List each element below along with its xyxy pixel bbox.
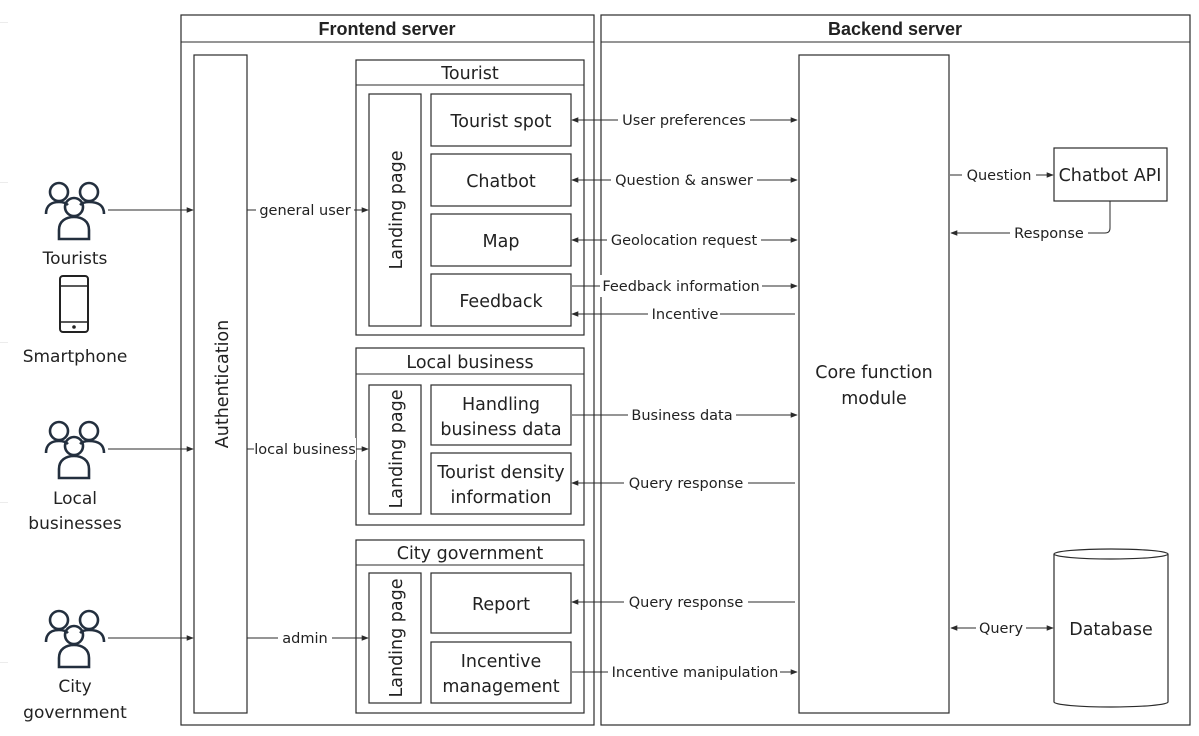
core-function-module: Core function module [798, 54, 950, 714]
edge-query: Query [950, 617, 1054, 639]
svg-text:Question & answer: Question & answer [615, 173, 753, 189]
svg-text:Tourist spot: Tourist spot [450, 112, 552, 132]
svg-text:Map: Map [483, 232, 520, 252]
svg-text:information: information [450, 488, 551, 508]
svg-text:Business data: Business data [631, 408, 732, 424]
tourists-actor: Tourists [42, 181, 108, 269]
edge-incentive-manipulation: Incentive manipulation [572, 661, 798, 683]
edge-response: Response [950, 201, 1111, 244]
edge-question: Question [950, 164, 1054, 186]
svg-text:Incentive: Incentive [652, 307, 719, 323]
svg-text:City: City [58, 677, 91, 697]
edge-feedback-information: Feedback information [572, 275, 798, 297]
chatbot-api-box: Chatbot API [1053, 147, 1168, 202]
smartphone-actor: Smartphone [23, 275, 128, 367]
tourists-label: Tourists [42, 249, 108, 269]
edge-user-preferences: User preferences [571, 109, 798, 131]
edge-general-user: general user [247, 199, 369, 221]
svg-text:general user: general user [259, 203, 350, 219]
edge-local-business: local business [247, 438, 369, 460]
city-government-group: City government Landing page Report Ince… [355, 539, 585, 714]
tourist-landing-page: Landing page [387, 150, 407, 269]
svg-text:admin: admin [282, 631, 327, 647]
edge-geolocation-request: Geolocation request [571, 229, 798, 251]
tourist-spot-box: Tourist spot [430, 93, 572, 147]
edge-business-data: Business data [572, 404, 798, 426]
svg-text:Incentive manipulation: Incentive manipulation [612, 665, 779, 681]
tourist-density-box: Tourist density information [430, 452, 572, 515]
svg-text:Core function: Core function [815, 363, 933, 383]
svg-text:Geolocation request: Geolocation request [611, 233, 758, 249]
local-businesses-actor: Local businesses [28, 420, 122, 534]
svg-text:Query: Query [979, 621, 1023, 637]
svg-text:government: government [23, 703, 127, 723]
feedback-box: Feedback [430, 273, 572, 327]
local-business-group: Local business Landing page Handling bus… [355, 347, 585, 526]
edge-incentive: Incentive [571, 303, 795, 325]
svg-text:Response: Response [1014, 226, 1084, 242]
svg-text:Report: Report [472, 595, 530, 615]
map-box: Map [430, 213, 572, 267]
svg-text:Database: Database [1069, 620, 1153, 640]
city-government-landing-page: Landing page [387, 578, 407, 697]
tourist-group-title: Tourist [440, 64, 499, 84]
local-business-group-title: Local business [406, 353, 533, 373]
city-government-group-title: City government [397, 544, 544, 564]
users-icon [44, 420, 106, 480]
svg-text:Local: Local [53, 489, 97, 509]
svg-text:User preferences: User preferences [622, 113, 746, 129]
svg-text:Feedback information: Feedback information [602, 279, 759, 295]
edge-question-answer: Question & answer [571, 169, 798, 191]
svg-text:Chatbot: Chatbot [466, 172, 536, 192]
edge-query-response-density: Query response [571, 472, 795, 494]
backend-title: Backend server [828, 19, 962, 39]
svg-text:local business: local business [254, 442, 356, 458]
users-icon [44, 609, 106, 669]
authentication-box: Authentication [193, 54, 248, 714]
svg-text:Handling: Handling [462, 395, 540, 415]
report-box: Report [430, 572, 572, 634]
database-cylinder: Database [1053, 548, 1169, 708]
svg-text:Feedback: Feedback [459, 292, 543, 312]
svg-text:management: management [442, 677, 559, 697]
city-government-actor: City government [23, 609, 127, 723]
svg-text:Incentive: Incentive [461, 652, 542, 672]
svg-text:business data: business data [440, 420, 561, 440]
edge-query-response-report: Query response [571, 591, 795, 613]
svg-text:Query response: Query response [629, 595, 744, 611]
smartphone-label: Smartphone [23, 347, 128, 367]
handling-business-data-box: Handling business data [430, 384, 572, 446]
svg-text:Query response: Query response [629, 476, 744, 492]
svg-text:Chatbot API: Chatbot API [1059, 166, 1162, 186]
authentication-label: Authentication [213, 320, 233, 448]
smartphone-icon [59, 275, 89, 333]
chatbot-box: Chatbot [430, 153, 572, 207]
users-icon [44, 181, 106, 241]
tourist-group: Tourist Landing page Tourist spot Chatbo… [355, 59, 585, 336]
svg-text:businesses: businesses [28, 514, 122, 534]
svg-text:Question: Question [967, 168, 1032, 184]
incentive-management-box: Incentive management [430, 641, 572, 704]
frontend-title: Frontend server [318, 19, 455, 39]
edge-admin: admin [247, 627, 369, 649]
local-business-landing-page: Landing page [387, 389, 407, 508]
svg-text:module: module [841, 389, 907, 409]
svg-text:Tourist density: Tourist density [436, 463, 564, 483]
